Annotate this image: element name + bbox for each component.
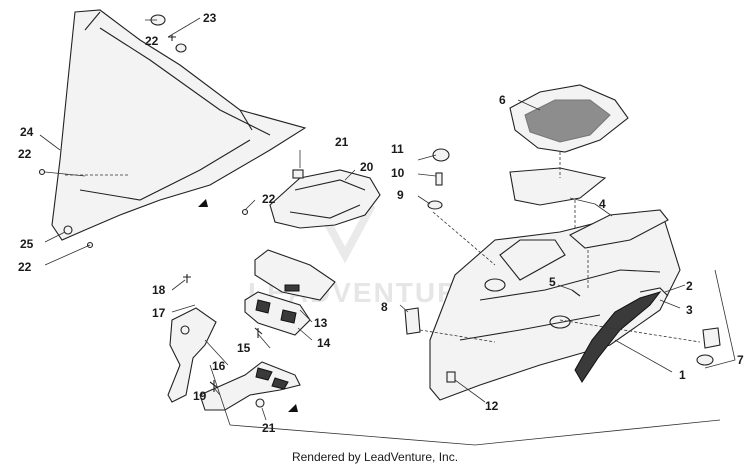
part-16-bracket [199, 361, 301, 411]
callout-9: 9 [397, 188, 404, 202]
callout-14: 14 [317, 336, 331, 350]
callout-22d: 22 [262, 192, 276, 206]
callout-22b: 22 [18, 147, 32, 161]
callout-7: 7 [737, 353, 744, 367]
part-12-connector [446, 371, 456, 383]
callout-13: 13 [314, 316, 328, 330]
part-13-instrument-cover [254, 249, 336, 301]
callout-1: 1 [679, 368, 686, 382]
leader-lines [39, 17, 736, 446]
part-5-clip [571, 289, 581, 297]
callout-6: 6 [499, 93, 506, 107]
part-4-vent-upper [509, 167, 607, 206]
callout-21b: 21 [262, 421, 276, 435]
callout-17: 17 [152, 306, 166, 320]
callout-22c: 22 [18, 260, 32, 274]
part-8-ignition [404, 307, 421, 335]
callout-11: 11 [391, 142, 404, 156]
callout-labels: 1 2 3 4 5 6 7 8 9 10 11 12 13 14 15 16 1… [18, 11, 744, 435]
part-10-switch [435, 172, 443, 186]
callout-12: 12 [485, 399, 499, 413]
footer-credit: Rendered by LeadVenture, Inc. [291, 450, 459, 464]
part-15-screw [254, 327, 263, 338]
part-2-trim [639, 287, 669, 297]
part-19-screw [209, 380, 219, 392]
fasteners [38, 168, 249, 249]
part-21-headlight-bulb [292, 169, 304, 179]
callout-18: 18 [152, 283, 166, 297]
part-14-instrument-housing [244, 291, 311, 336]
callout-15: 15 [237, 341, 251, 355]
direction-arrow [288, 404, 298, 412]
callout-16: 16 [212, 359, 226, 373]
part-7-outlet [696, 327, 721, 366]
callout-24: 24 [20, 125, 34, 139]
part-17-bracket [167, 307, 217, 403]
part-9-nut [427, 200, 443, 210]
callout-4: 4 [599, 197, 606, 211]
part-21-nut [255, 398, 265, 408]
callout-3: 3 [686, 303, 693, 317]
callout-22: 22 [145, 34, 159, 48]
part-18-screw [183, 274, 191, 283]
part-3-side-decal [574, 291, 662, 383]
callout-5: 5 [549, 275, 556, 289]
callout-8: 8 [381, 300, 388, 314]
part-11-knob [432, 148, 450, 162]
callout-2: 2 [686, 279, 693, 293]
callout-21: 21 [335, 135, 349, 149]
direction-arrow [198, 199, 208, 207]
callout-10: 10 [391, 166, 405, 180]
callout-19: 19 [193, 389, 207, 403]
callout-25: 25 [20, 237, 34, 251]
part-22-screw-top [168, 35, 176, 41]
callout-20: 20 [360, 160, 374, 174]
callout-23: 23 [203, 11, 217, 25]
part-6-mesh-vent [509, 84, 629, 153]
part-20-headlight-lens [269, 169, 381, 229]
